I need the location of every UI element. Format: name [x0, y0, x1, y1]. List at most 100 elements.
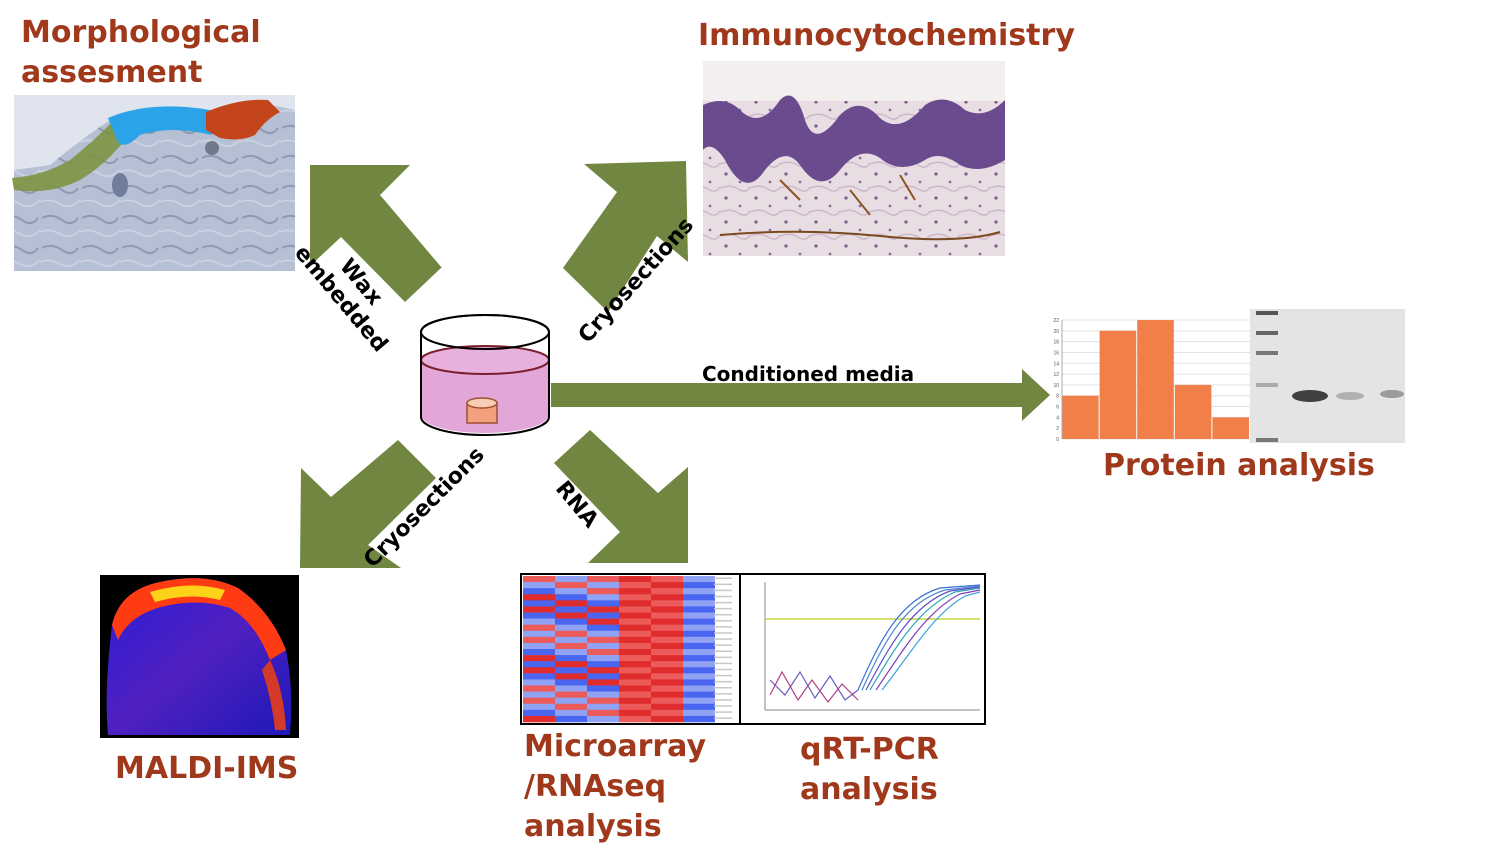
heatmap-cell: [587, 624, 619, 632]
heatmap-cell: [619, 673, 651, 680]
heatmap-cell: [587, 618, 619, 625]
heatmap-cell: [587, 673, 619, 680]
heatmap-cell: [651, 691, 683, 698]
heatmap-cell: [619, 703, 651, 711]
heatmap-cell: [683, 576, 715, 583]
heatmap-cell: [555, 636, 587, 644]
heatmap-cell: [523, 612, 555, 619]
gene-label-mark: [714, 632, 732, 634]
heatmap-cell: [523, 594, 555, 601]
heatmap-cell: [523, 703, 555, 711]
heatmap-cell: [555, 649, 587, 656]
heatmap-cell: [555, 576, 587, 583]
heatmap-cell: [555, 703, 587, 711]
gene-label-mark: [714, 650, 732, 652]
heatmap-cell: [651, 697, 683, 705]
heatmap-cell: [683, 661, 715, 668]
heatmap-cell: [651, 618, 683, 625]
heatmap-cell: [651, 667, 683, 674]
microarray-heatmap-image: [520, 573, 741, 725]
heatmap-cell: [651, 661, 683, 668]
heatmap-cell: [587, 703, 619, 711]
heatmap-cell: [651, 679, 683, 686]
heatmap-cell: [587, 576, 619, 583]
heatmap-cell: [555, 661, 587, 668]
heatmap-cell: [651, 600, 683, 607]
heatmap-cell: [523, 661, 555, 668]
heatmap-cell: [587, 642, 619, 650]
immunocytochemistry-image: [703, 61, 1005, 256]
heatmap-cell: [587, 588, 619, 595]
gene-label-mark: [714, 693, 732, 695]
heatmap-cell: [587, 655, 619, 662]
gene-label-mark: [714, 680, 732, 683]
gene-label-mark: [714, 601, 732, 604]
heatmap-cell: [587, 649, 619, 656]
y-tick-label: 2: [1056, 426, 1059, 432]
heatmap-cell: [523, 655, 555, 662]
heatmap-cell: [587, 636, 619, 644]
heatmap-cell: [587, 630, 619, 638]
heatmap-cell: [619, 588, 651, 595]
culture-dish-icon: [420, 314, 550, 436]
heatmap-cell: [523, 715, 555, 723]
heatmap-cell: [555, 667, 587, 674]
gene-label-mark: [714, 699, 732, 701]
y-tick-label: 0: [1056, 437, 1059, 443]
heatmap-cell: [587, 600, 619, 607]
heatmap-cell: [523, 649, 555, 656]
y-tick-label: 16: [1053, 350, 1059, 356]
heatmap-cell: [651, 642, 683, 650]
rna-arrow: [554, 430, 688, 563]
heatmap-cell: [683, 636, 715, 644]
heatmap-cell: [619, 606, 651, 613]
y-tick-label: 22: [1053, 318, 1059, 324]
qrt-pcr-label: qRT-PCR analysis: [800, 732, 939, 807]
heatmap-cell: [555, 679, 587, 686]
y-tick-label: 14: [1053, 361, 1059, 367]
heatmap-cell: [523, 685, 555, 692]
heatmap-cell: [523, 606, 555, 613]
heatmap-cell: [683, 642, 715, 650]
western-blot-image: [1250, 309, 1405, 443]
heatmap-cell: [683, 630, 715, 638]
gene-label-mark: [714, 620, 732, 622]
heatmap-cell: [555, 600, 587, 607]
heatmap-cell: [683, 649, 715, 656]
heatmap-cell: [619, 709, 651, 717]
heatmap-cell: [683, 697, 715, 705]
bar-1: [1062, 395, 1099, 439]
y-tick-label: 10: [1053, 383, 1059, 389]
y-tick-label: 4: [1056, 415, 1059, 421]
bar-5: [1212, 417, 1249, 439]
immunocytochemistry-label: Immunocytochemistry: [698, 18, 1075, 53]
gene-label-mark: [714, 626, 732, 628]
heatmap-cell: [683, 679, 715, 686]
heatmap-cell: [555, 642, 587, 650]
gene-label-mark: [714, 668, 732, 671]
y-tick-label: 6: [1056, 405, 1059, 411]
heatmap-cell: [651, 612, 683, 619]
heatmap-cell: [683, 667, 715, 674]
maldi-ims-image: [100, 575, 299, 738]
bar-4: [1174, 384, 1212, 439]
gene-label-mark: [714, 711, 732, 713]
heatmap-cell: [683, 606, 715, 613]
heatmap-cell: [587, 709, 619, 717]
heatmap-cell: [619, 612, 651, 619]
protein-analysis-label: Protein analysis: [1103, 448, 1375, 483]
gene-label-mark: [714, 638, 732, 640]
heatmap-cell: [555, 673, 587, 680]
heatmap-cell: [587, 667, 619, 674]
morphological-assessment-label: Morphological assesment: [21, 15, 261, 90]
heatmap-cell: [587, 715, 619, 723]
gene-label-mark: [714, 589, 732, 592]
heatmap-cell: [555, 618, 587, 625]
heatmap-cell: [651, 649, 683, 656]
heatmap-cell: [587, 697, 619, 705]
heatmap-cell: [523, 679, 555, 686]
morphology-histology-image: [12, 95, 295, 271]
heatmap-cell: [523, 697, 555, 705]
heatmap-cell: [555, 582, 587, 589]
